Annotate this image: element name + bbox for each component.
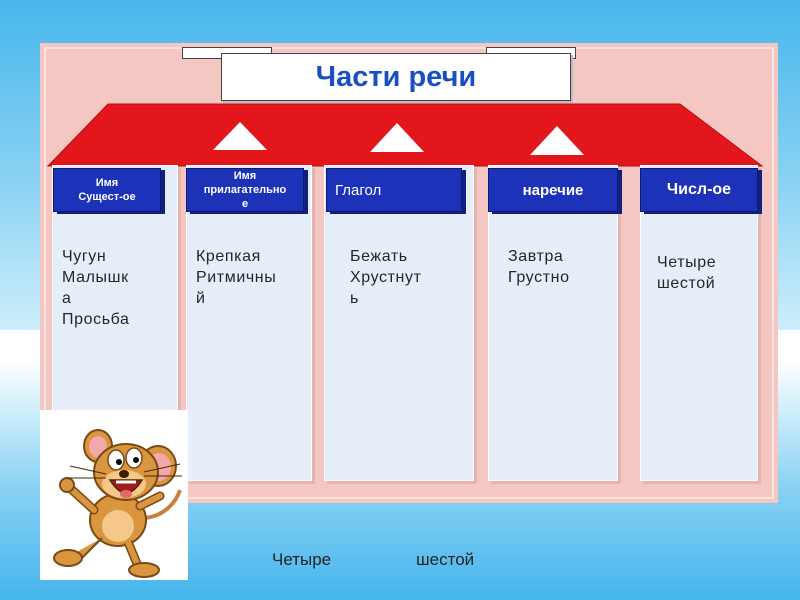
column-adverb [488, 165, 618, 481]
footer-word-2: шестой [416, 550, 475, 569]
column-verb [324, 165, 474, 481]
words-noun: Чугун Малышк а Просьба [62, 248, 130, 328]
mouse-cartoon-icon [53, 429, 182, 578]
footer-word-1: Четыре [272, 550, 332, 569]
header-adjective: Имя прилагательно е [186, 168, 304, 212]
words-verb: Бежать Хрустнут ь [350, 248, 422, 307]
header-noun: Имя Сущест-ое [53, 168, 161, 212]
board-frame [44, 47, 774, 499]
mouse-picture [40, 410, 188, 580]
title-banner: Части речи [221, 53, 571, 101]
words-adjective: Крепкая Ритмичны й [196, 248, 277, 307]
column-adjective [186, 165, 312, 481]
header-numeral: Числ-ое [640, 168, 758, 212]
column-numeral [640, 165, 758, 481]
words-adverb: Завтра Грустно [508, 248, 570, 286]
words-numeral: Четыре шестой [657, 254, 717, 292]
page-title: Части речи [315, 60, 477, 93]
header-adverb: наречие [488, 168, 618, 212]
header-verb: Глагол [326, 168, 462, 212]
